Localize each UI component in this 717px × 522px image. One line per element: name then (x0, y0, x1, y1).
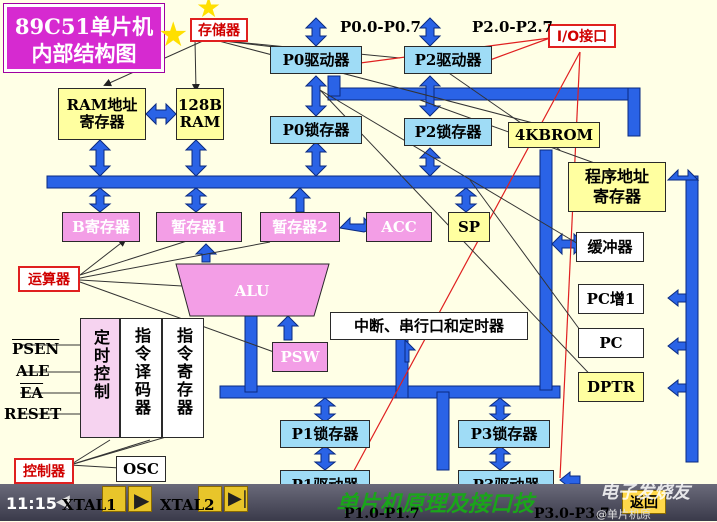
speaker-icon[interactable]: ◀ (56, 491, 70, 512)
first-slide-button[interactable] (102, 486, 126, 512)
memory-label: 存储器 (190, 18, 248, 42)
interrupt-serial-timer: 中断、串行口和定时器 (330, 312, 528, 340)
next-slide-button[interactable] (198, 486, 222, 512)
dptr-register: DPTR (578, 372, 644, 402)
reset-signal: RESET (4, 405, 62, 423)
sp-register: SP (448, 212, 490, 242)
b-register: B寄存器 (62, 212, 140, 242)
ram-block: 128B RAM (176, 88, 224, 140)
skip-end-icon: ▶| (228, 488, 248, 509)
instruction-decoder: 指令译码器 (120, 318, 162, 438)
p0-driver: P0驱动器 (270, 46, 362, 74)
osc-block: OSC (116, 456, 166, 482)
io-label: I/O接口 (548, 24, 616, 48)
port-p0-label: P0.0-P0.7 (340, 18, 421, 36)
clock-time: 11:15 (6, 494, 57, 513)
ea-signal: EA (20, 384, 44, 402)
star-icon: ★ (158, 15, 189, 55)
port-p2-label: P2.0-P2.7 (472, 18, 553, 36)
instruction-register: 指令寄存器 (162, 318, 204, 438)
pc-increment: PC增1 (578, 284, 644, 314)
page-title: 89C51单片机 内部结构图 (3, 3, 165, 73)
alu-shape (175, 263, 330, 317)
timing-control: 定时控制 (80, 318, 120, 438)
temp-register-2: 暂存器2 (260, 212, 340, 242)
star-icon: ★ (196, 0, 222, 24)
port-p3-label: P3.0-P3.7 (534, 506, 610, 522)
xtal1-signal: XTAL1 (62, 496, 117, 514)
controller-label: 控制器 (14, 458, 74, 484)
port-p1-label: P1.0-P1.7 (344, 506, 420, 522)
acc-register: ACC (366, 212, 432, 242)
alu-group-label: 运算器 (18, 266, 80, 292)
ale-signal: ALE (16, 362, 50, 380)
program-address-register: 程序地址 寄存器 (568, 162, 666, 212)
return-button[interactable]: 返回 (622, 490, 666, 514)
p2-driver: P2驱动器 (404, 46, 492, 74)
play-icon: ▶ (134, 488, 150, 512)
credit-text: @单片机原 (596, 508, 651, 521)
last-slide-button[interactable] (224, 486, 248, 512)
temp-register-1: 暂存器1 (156, 212, 242, 242)
watermark: 电子发烧友 (600, 482, 690, 503)
rom-block: 4KBROM (508, 122, 600, 148)
prev-slide-button[interactable] (128, 486, 152, 512)
p1-latch: P1锁存器 (280, 420, 370, 448)
pc-register: PC (578, 328, 644, 358)
xtal2-signal: XTAL2 (160, 496, 215, 514)
ram-address-register: RAM地址 寄存器 (58, 88, 146, 140)
psen-signal: PSEN (12, 340, 60, 358)
p2-latch: P2锁存器 (404, 118, 492, 146)
p0-latch: P0锁存器 (270, 116, 362, 144)
psw-register: PSW (272, 342, 328, 372)
course-caption: 单片机原理及接口技 (336, 491, 535, 517)
alu-label: ALU (234, 282, 270, 300)
buffer-block: 缓冲器 (576, 232, 644, 262)
p3-latch: P3锁存器 (458, 420, 550, 448)
